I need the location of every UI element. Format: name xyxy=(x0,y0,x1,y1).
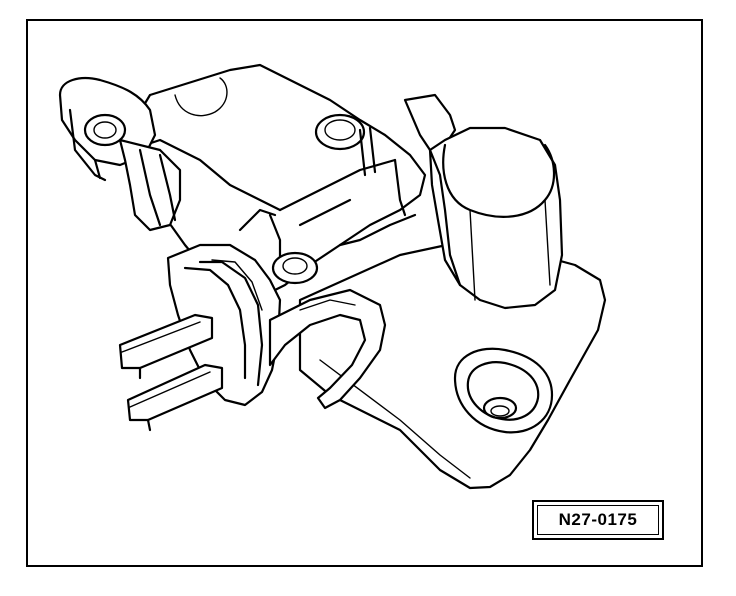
left-bracket xyxy=(58,77,182,232)
figure-code-inner-border xyxy=(537,505,659,535)
wire-hook xyxy=(268,288,387,410)
figure-code-box: N27-0175 xyxy=(532,500,664,540)
regulator-base-plate xyxy=(298,238,607,490)
regulator-housing xyxy=(128,63,427,302)
figure-code-label: N27-0175 xyxy=(558,510,638,529)
brush-rods xyxy=(118,313,224,432)
capacitor-block xyxy=(403,93,564,310)
mounting-hole-lower xyxy=(453,347,554,434)
